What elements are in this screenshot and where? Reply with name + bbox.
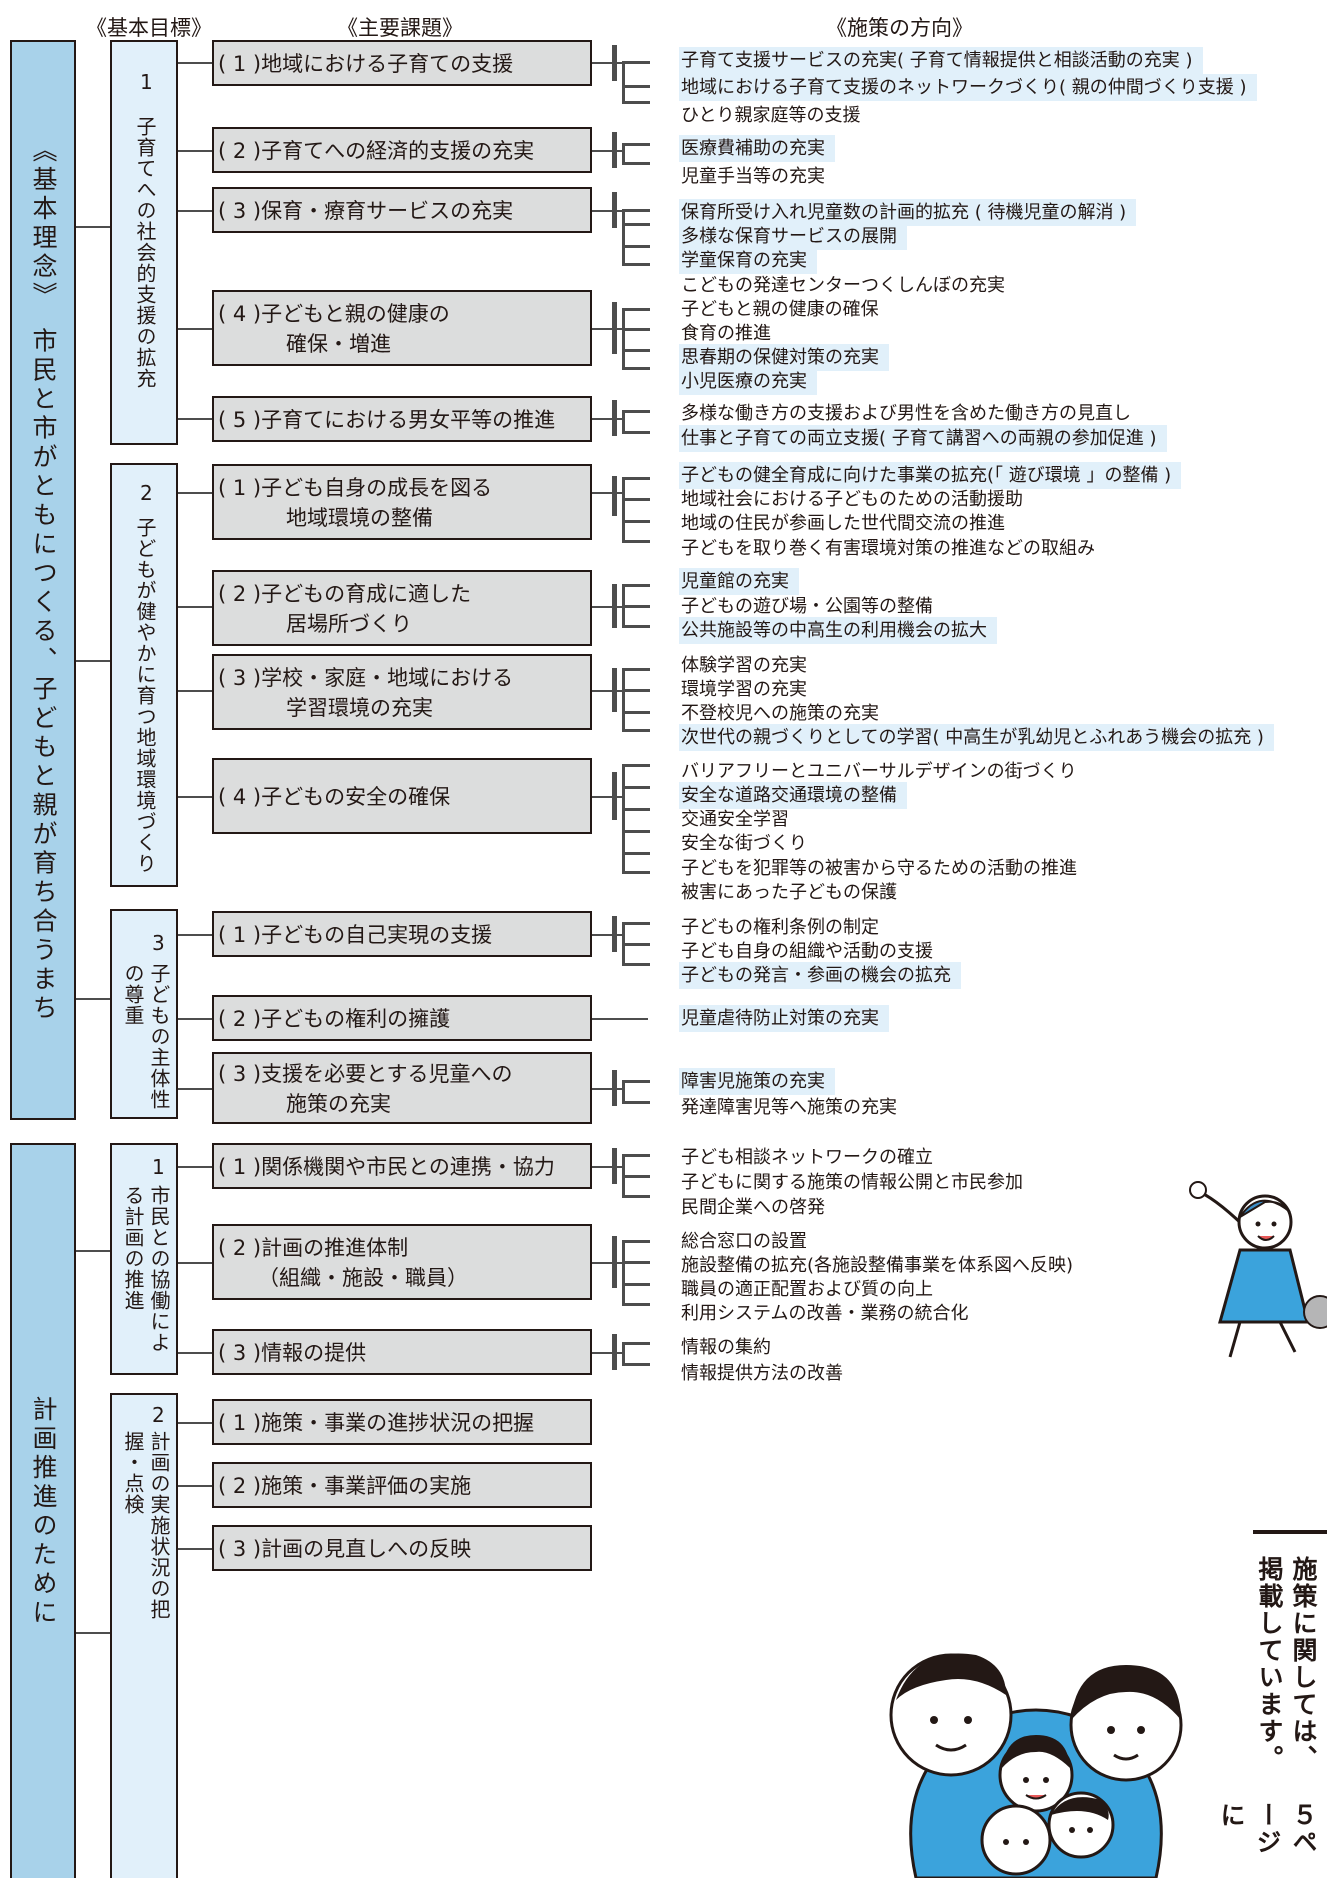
policy-item: 子どもの健全育成に向けた事業の拡充(「 遊び環境 」の整備 ): [679, 462, 1182, 489]
policy-item: 子ども自身の組織や活動の支援: [681, 941, 933, 962]
task-1-3: ( 3 )保育・療育サービスの充実: [212, 187, 592, 233]
plan-promotion-band: 計画推進のために: [10, 1143, 76, 1878]
directions-header: 《施策の方向》: [826, 16, 973, 40]
policy-item: 食育の推進: [681, 323, 771, 344]
task-p1-2: ( 2 )計画の推進体制（組織・施設・職員）: [212, 1224, 592, 1300]
policy-item: 地域の住民が参画した世代間交流の推進: [681, 513, 1005, 534]
goal-number: 1: [140, 70, 153, 94]
note-line-3: ５ページに: [1217, 1802, 1318, 1856]
policy-item: 子どもの発言・参画の機会の拡充: [679, 962, 961, 989]
note-line-1: 施策に関しては、: [1289, 1556, 1318, 1772]
policy-item: 小児医療の充実: [679, 368, 817, 395]
policy-item: 子どもの権利条例の制定: [681, 917, 879, 938]
policy-item: 子どもを犯罪等の被害から守るための活動の推進: [681, 858, 1077, 879]
policy-item: 子育て支援サービスの充実( 子育て情報提供と相談活動の充実 ): [679, 47, 1203, 74]
task-2-2: ( 2 )子どもの育成に適した居場所づくり: [212, 570, 592, 646]
goal-2-progress-check: 2 計画の実施状況の把握・点検: [110, 1393, 178, 1878]
policy-item: 安全な道路交通環境の整備: [679, 782, 907, 809]
policy-item: 次世代の親づくりとしての学習( 中高生が乳幼児とふれあう機会の拡充 ): [679, 724, 1274, 751]
family-hug-illustration: [889, 1653, 1183, 1878]
policy-item: 医療費補助の充実: [679, 135, 835, 162]
policy-item: 地域社会における子どものための活動援助: [681, 489, 1023, 510]
task-3-2: ( 2 )子どもの権利の擁護: [212, 995, 592, 1041]
plan-promotion-text: 計画推進のために: [29, 1395, 58, 1628]
policy-item: 地域における子育て支援のネットワークづくり( 親の仲間づくり支援 ): [679, 74, 1257, 101]
policy-item: 交通安全学習: [681, 809, 789, 830]
policy-item: 利用システムの改善・業務の統合化: [681, 1303, 969, 1324]
policy-item: 思春期の保健対策の充実: [679, 344, 889, 371]
task-2-1: ( 1 )子ども自身の成長を図る地域環境の整備: [212, 464, 592, 540]
policy-item: 仕事と子育ての両立支援( 子育て講習への両親の参加促進 ): [679, 425, 1167, 452]
task-3-1: ( 1 )子どもの自己実現の支援: [212, 911, 592, 957]
task-1-2: ( 2 )子育てへの経済的支援の充実: [212, 127, 592, 173]
policy-item: 児童虐待防止対策の充実: [679, 1005, 889, 1032]
policy-item: 安全な街づくり: [681, 833, 807, 854]
policy-item: 民間企業への啓発: [681, 1197, 825, 1218]
goal-2-local-environment: 2 子どもが健やかに育つ地域環境づくり: [110, 463, 178, 887]
policy-item: 公共施設等の中高生の利用機会の拡大: [679, 617, 997, 644]
goal-1-support-expansion: 1 子育てへの社会的支援の拡充: [110, 40, 178, 445]
policy-item: 総合窓口の設置: [681, 1231, 807, 1252]
policy-item: 情報の集約: [681, 1337, 771, 1358]
policy-item: 子どもに関する施策の情報公開と市民参加: [681, 1172, 1023, 1193]
policy-item: 施設整備の拡充(各施設整備事業を体系図へ反映): [681, 1255, 1074, 1276]
goal-label: 子どもの主体性の尊重: [121, 963, 171, 1110]
policy-item: 児童館の充実: [679, 568, 799, 595]
policy-item: 発達障害児等へ施策の充実: [681, 1097, 897, 1118]
task-p2-2: ( 2 )施策・事業評価の実施: [212, 1462, 592, 1508]
policy-item: 児童手当等の充実: [681, 166, 825, 187]
basic-philosophy-band: 《基本理念》 市民と市がともにつくる、子どもと親が育ち合うまち: [10, 40, 76, 1120]
policy-item: 環境学習の充実: [681, 679, 807, 700]
policy-item: 子どもを取り巻く有害環境対策の推進などの取組み: [681, 538, 1095, 559]
policy-item: 多様な保育サービスの展開: [679, 223, 907, 250]
policy-item: 情報提供方法の改善: [681, 1363, 843, 1384]
task-p1-3: ( 3 )情報の提供: [212, 1329, 592, 1375]
task-p2-1: ( 1 )施策・事業の進捗状況の把握: [212, 1399, 592, 1445]
task-p1-1: ( 1 )関係機関や市民との連携・協力: [212, 1143, 592, 1189]
goal-number: 2: [140, 481, 153, 505]
task-1-1: ( 1 )地域における子育ての支援: [212, 40, 592, 86]
policy-item: 子どもと親の健康の確保: [681, 299, 879, 320]
policy-item: 被害にあった子どもの保護: [681, 882, 897, 903]
policy-item: 多様な働き方の支援および男性を含めた働き方の見直し: [681, 403, 1131, 424]
task-2-4: ( 4 )子どもの安全の確保: [212, 758, 592, 834]
page-reference-note: 施策に関しては、 掲載しています。 ５ページに: [1217, 1530, 1327, 1882]
policy-item: こどもの発達センターつくしんぼの充実: [681, 275, 1005, 296]
task-2-3: ( 3 )学校・家庭・地域における学習環境の充実: [212, 654, 592, 730]
issues-header: 《主要課題》: [337, 16, 463, 40]
goal-label: 市民との協働による計画の推進: [121, 1185, 171, 1353]
task-3-3: ( 3 )支援を必要とする児童への施策の充実: [212, 1052, 592, 1124]
policy-item: 子どもの遊び場・公園等の整備: [681, 596, 933, 617]
goal-label: 子育てへの社会的支援の拡充: [133, 116, 157, 389]
running-girl-illustration: [1189, 1181, 1327, 1358]
goal-1-citizen-collaboration: 1 市民との協働による計画の推進: [110, 1143, 178, 1375]
note-line-2: 掲載しています。: [1255, 1556, 1284, 1772]
policy-item: バリアフリーとユニバーサルデザインの街づくり: [681, 761, 1077, 782]
goal-number: 1: [152, 1155, 165, 1179]
basic-philosophy-text: 《基本理念》 市民と市がともにつくる、子どもと親が育ち合うまち: [29, 136, 58, 1024]
task-1-4: ( 4 )子どもと親の健康の確保・増進: [212, 290, 592, 366]
policy-item: 子ども相談ネットワークの確立: [681, 1147, 933, 1168]
goal-label: 計画の実施状況の把握・点検: [121, 1431, 171, 1620]
goal-number: 3: [152, 931, 165, 955]
goal-label: 子どもが健やかに育つ地域環境づくり: [133, 517, 157, 874]
policy-item: 学童保育の充実: [679, 247, 817, 274]
policy-item: 保育所受け入れ児童数の計画的拡充 ( 待機児童の解消 ): [679, 199, 1137, 226]
policy-item: 職員の適正配置および質の向上: [681, 1279, 933, 1300]
goal-3-child-autonomy: 3 子どもの主体性の尊重: [110, 909, 178, 1119]
policy-item: ひとり親家庭等の支援: [681, 105, 861, 126]
policy-item: 不登校児への施策の充実: [681, 703, 879, 724]
task-1-5: ( 5 )子育てにおける男女平等の推進: [212, 396, 592, 442]
goals-header: 《基本目標》: [86, 16, 212, 40]
goal-number: 2: [152, 1403, 165, 1427]
policy-item: 障害児施策の充実: [679, 1068, 835, 1095]
policy-item: 体験学習の充実: [681, 655, 807, 676]
task-p2-3: ( 3 )計画の見直しへの反映: [212, 1525, 592, 1571]
